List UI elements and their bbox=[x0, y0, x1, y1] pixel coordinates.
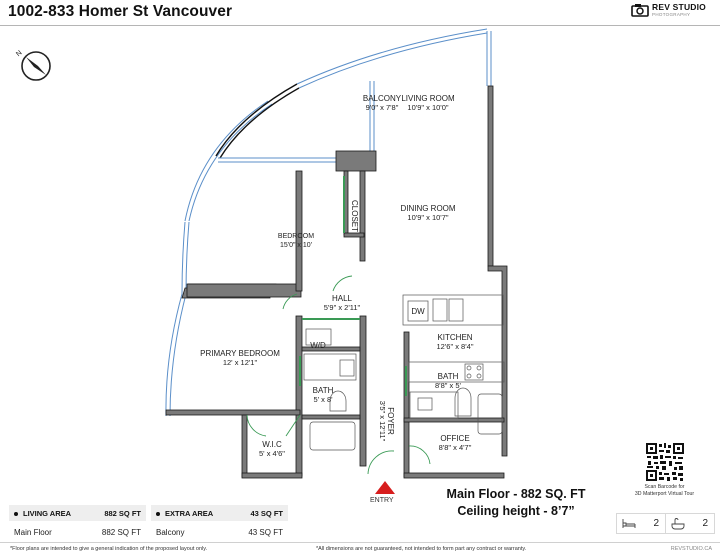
bullet-icon bbox=[14, 511, 18, 516]
fixture-label-wd: W/D bbox=[310, 341, 326, 350]
svg-text:12' x 12'1": 12' x 12'1" bbox=[223, 358, 258, 367]
svg-text:10'9" x 10'7": 10'9" x 10'7" bbox=[407, 213, 448, 222]
svg-text:5'9" x 2'11": 5'9" x 2'11" bbox=[324, 303, 361, 312]
bathroom-fixtures bbox=[303, 328, 503, 451]
room-label-foyer: FOYER bbox=[386, 407, 395, 435]
cooktop bbox=[464, 363, 484, 381]
room-label-wic: W.I.C bbox=[262, 440, 282, 449]
exterior-curved-window-wall bbox=[165, 28, 488, 417]
bathroom-count: 2 bbox=[665, 514, 714, 533]
room-label-office: OFFICE bbox=[440, 434, 469, 443]
fixture-label-dw: DW bbox=[411, 307, 425, 316]
floor-plan: BALCONY 9'0" x 7'8" LIVING ROOM 10'9" x … bbox=[0, 26, 720, 506]
svg-text:8'8" x 5': 8'8" x 5' bbox=[435, 381, 462, 390]
compass-icon: N bbox=[15, 49, 51, 81]
room-label-living: LIVING ROOM bbox=[401, 94, 455, 103]
svg-text:10'9" x 10'0": 10'9" x 10'0" bbox=[407, 103, 448, 112]
kitchen-counters bbox=[402, 294, 505, 383]
header: 1002-833 Homer St Vancouver REV STUDIO P… bbox=[0, 0, 720, 26]
room-label-bath-2: BATH bbox=[438, 372, 459, 381]
disclaimer-layout: *Floor plans are intended to give a gene… bbox=[10, 546, 208, 552]
bed-icon bbox=[622, 519, 636, 528]
living-area-header: LIVING AREA 882 SQ FT bbox=[9, 505, 146, 521]
floor-plan-drawing: BALCONY 9'0" x 7'8" LIVING ROOM 10'9" x … bbox=[165, 28, 508, 479]
room-label-closet: CLOSET bbox=[350, 200, 359, 232]
room-label-kitchen: KITCHEN bbox=[437, 333, 472, 342]
camera-icon bbox=[631, 4, 649, 17]
svg-text:5' x 4'6": 5' x 4'6" bbox=[259, 449, 285, 458]
room-label-primary-bedroom: PRIMARY BEDROOM bbox=[200, 349, 280, 358]
entry-label: ENTRY bbox=[370, 497, 394, 504]
svg-text:12'6" x 8'4": 12'6" x 8'4" bbox=[437, 342, 474, 351]
extra-area-header: EXTRA AREA 43 SQ FT bbox=[151, 505, 288, 521]
summary-main-floor: Main Floor - 882 SQ. FT bbox=[446, 487, 586, 501]
brand-subtitle: PHOTOGRAPHY bbox=[652, 11, 691, 17]
living-area-table: LIVING AREA 882 SQ FT Main Floor 882 SQ … bbox=[9, 505, 146, 545]
walls bbox=[165, 85, 508, 479]
brand-name: REV STUDIO bbox=[652, 2, 706, 12]
room-counts: 2 2 bbox=[616, 513, 715, 534]
extra-area-row: Balcony 43 SQ FT bbox=[156, 527, 283, 537]
washer-dryer bbox=[305, 328, 332, 346]
extra-area-total: 43 SQ FT bbox=[250, 508, 283, 518]
disclaimer-dimensions: *All dimensions are not guaranteed, not … bbox=[316, 546, 527, 552]
balcony-rail bbox=[215, 83, 300, 159]
extra-area-table: EXTRA AREA 43 SQ FT Balcony 43 SQ FT bbox=[151, 505, 288, 545]
svg-text:15'0" x 10': 15'0" x 10' bbox=[280, 242, 312, 249]
svg-text:5' x 8': 5' x 8' bbox=[313, 395, 333, 404]
svg-text:9'0" x 7'8": 9'0" x 7'8" bbox=[366, 103, 399, 112]
living-area-row: Main Floor 882 SQ FT bbox=[14, 527, 141, 537]
north-label: N bbox=[15, 49, 23, 58]
website-link[interactable]: REVSTUDIO.CA bbox=[670, 546, 712, 552]
dishwasher bbox=[407, 300, 429, 322]
room-label-balcony: BALCONY bbox=[363, 94, 402, 103]
footer-divider bbox=[0, 542, 720, 543]
room-label-dining: DINING ROOM bbox=[400, 204, 455, 213]
qr-code[interactable] bbox=[645, 442, 685, 482]
brand-logo: REV STUDIO PHOTOGRAPHY bbox=[631, 3, 706, 17]
doors bbox=[246, 176, 431, 475]
bathtub-icon bbox=[671, 517, 685, 529]
living-area-total: 882 SQ FT bbox=[104, 508, 141, 518]
qr-caption: Scan Barcode for 3D Matterport Virtual T… bbox=[634, 484, 695, 497]
svg-text:8'8" x 4'7": 8'8" x 4'7" bbox=[439, 443, 472, 452]
bedroom-count: 2 bbox=[617, 514, 665, 533]
room-label-bath-1: BATH bbox=[313, 386, 334, 395]
page-title: 1002-833 Homer St Vancouver bbox=[8, 3, 233, 20]
room-label-bedroom: BEDROOM bbox=[278, 233, 314, 240]
room-label-hall: HALL bbox=[332, 294, 353, 303]
entry-arrow-icon bbox=[375, 481, 395, 494]
summary-ceiling-height: Ceiling height - 8’7” bbox=[457, 504, 575, 518]
floor-summary: Main Floor - 882 SQ. FT Ceiling height -… bbox=[431, 486, 601, 520]
interior-window-walls bbox=[218, 31, 492, 163]
svg-text:3'5" x 12'11": 3'5" x 12'11" bbox=[378, 401, 387, 442]
bullet-icon bbox=[156, 511, 160, 516]
